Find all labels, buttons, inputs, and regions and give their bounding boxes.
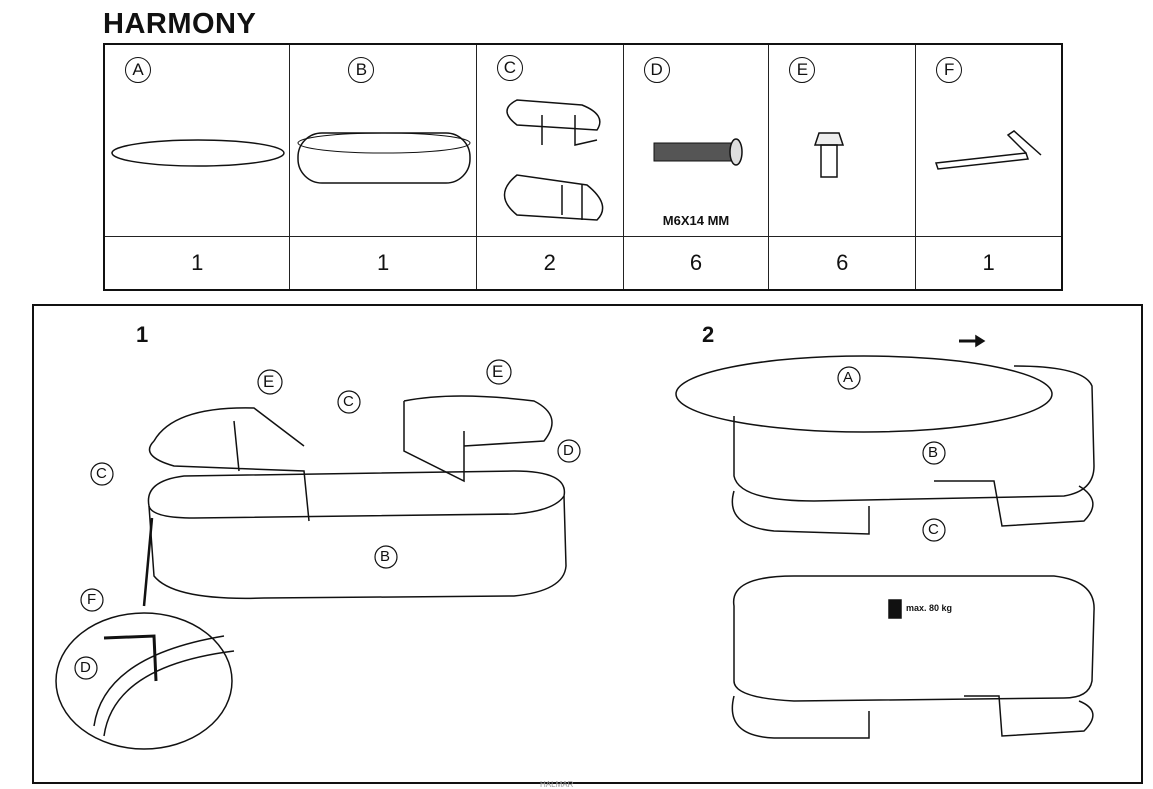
part-d-cell: D M6X14 MM (622, 43, 770, 237)
callout-c: C (96, 465, 107, 482)
callout-markers (74, 359, 946, 680)
step-1-number: 1 (136, 322, 149, 347)
frame-illustration (503, 99, 604, 221)
part-label: F (936, 57, 963, 83)
part-f-cell: F (915, 43, 1063, 237)
part-a-cell: A (103, 43, 291, 237)
assembly-illustration (55, 334, 1095, 750)
quantity: 2 (475, 235, 624, 290)
callout-d: D (563, 442, 574, 459)
callout-c: C (928, 521, 939, 538)
callout-e: E (492, 362, 504, 381)
callout-f: F (87, 591, 97, 608)
callout-c: C (343, 393, 354, 410)
quantity: 1 (915, 235, 1063, 290)
callout-a: A (843, 369, 854, 386)
step-2-number: 2 (702, 322, 715, 347)
part-label: B (348, 57, 375, 83)
quantity: 1 (289, 235, 477, 290)
part-label: E (789, 57, 816, 83)
part-b-cell: B (289, 43, 477, 237)
part-label: C (496, 55, 523, 81)
quantity: 6 (768, 235, 917, 290)
callout-b: B (380, 548, 391, 565)
base-box-illustration (297, 132, 472, 184)
callout-b: B (928, 444, 939, 461)
max-load-label: max. 80 kg (906, 603, 953, 613)
product-title: HARMONY (103, 8, 257, 40)
callout-d: D (80, 659, 91, 676)
bolt-spec: M6X14 MM (662, 212, 730, 228)
part-label: D (643, 57, 670, 83)
glide-illustration (814, 132, 845, 178)
quantity: 6 (622, 235, 770, 290)
part-c-cell: C (475, 43, 624, 237)
quantity: 1 (103, 235, 291, 290)
tabletop-illustration (111, 139, 285, 167)
part-e-cell: E (768, 43, 917, 237)
assembly-steps-panel: 1 2 E E C D C B F D A B C (32, 304, 1143, 784)
callout-e: E (263, 372, 275, 391)
footer-text: HALMAR (540, 780, 574, 789)
part-label: A (125, 57, 151, 83)
parts-table: A B C D M6X14 MM E F 1 1 2 6 6 1 (103, 43, 1063, 291)
bolt-illustration (653, 138, 743, 166)
allen-key-illustration (935, 130, 1042, 170)
